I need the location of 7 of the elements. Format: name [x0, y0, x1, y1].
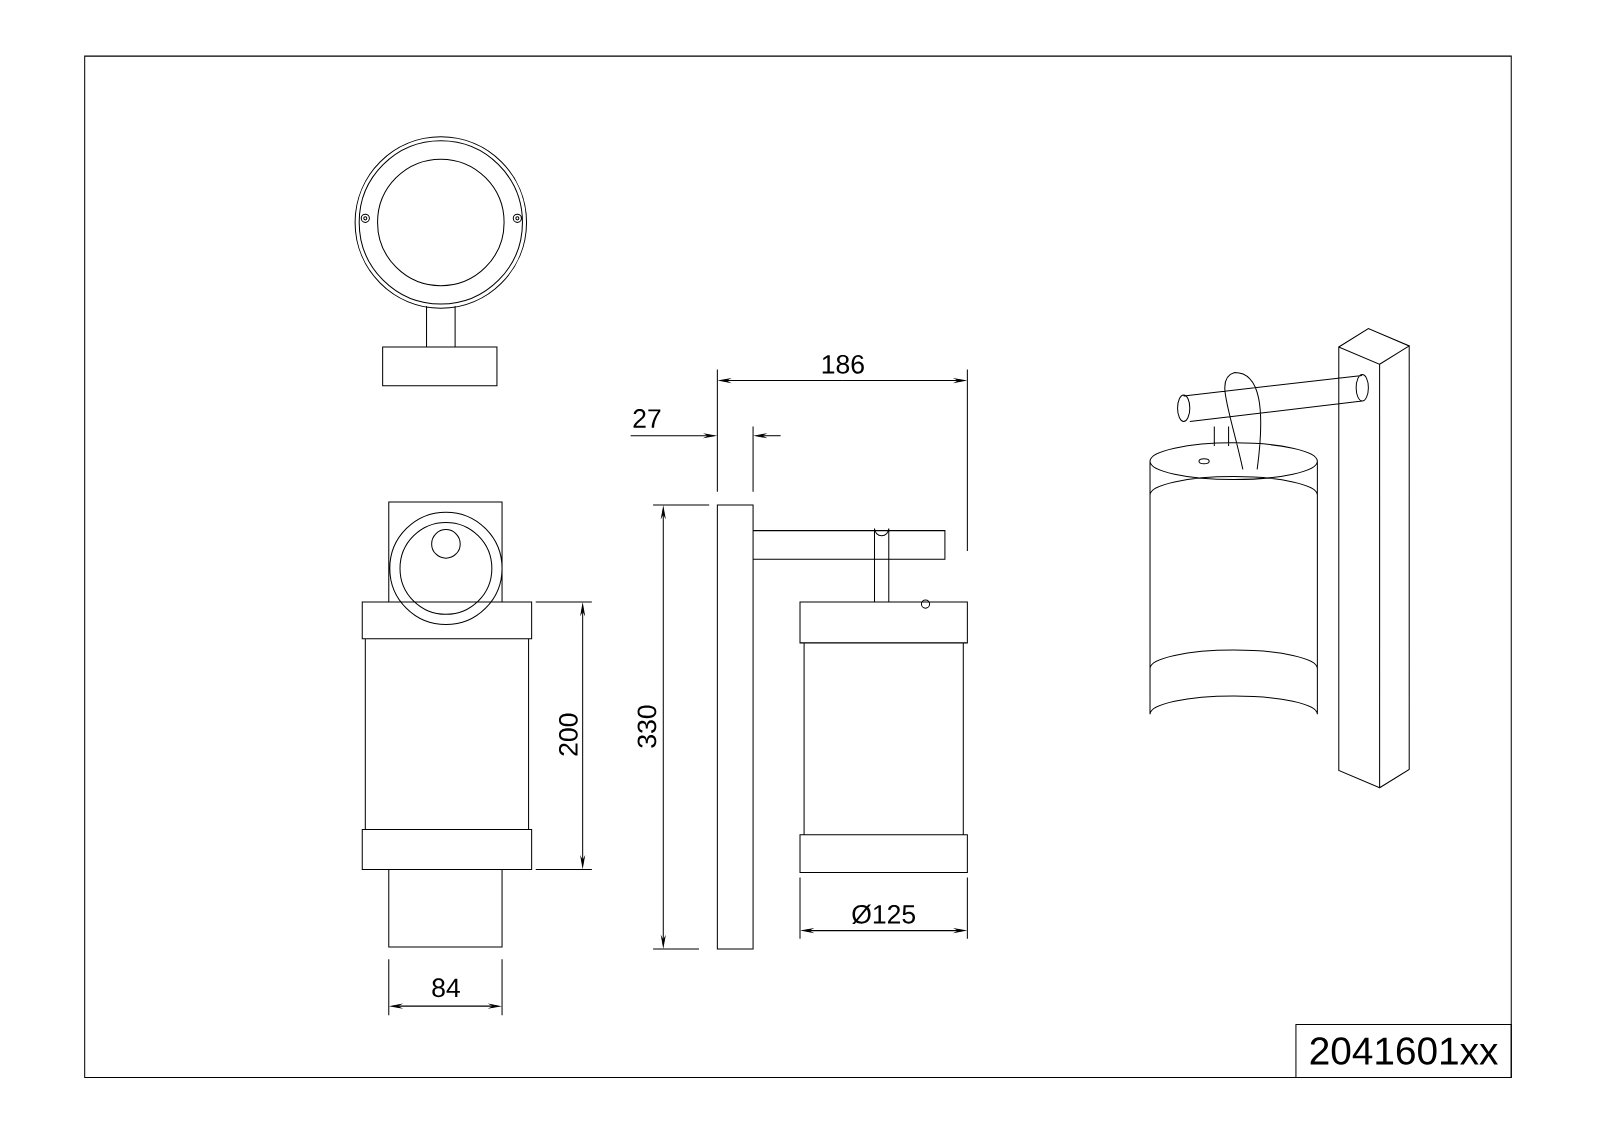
- dimension-label: Ø125: [852, 904, 915, 925]
- dimension-label: 200: [559, 713, 578, 756]
- title-block-box: 2041601xx: [1295, 1024, 1512, 1079]
- dimension-label: 186: [822, 355, 864, 374]
- dimension-label: 330: [637, 705, 657, 748]
- dimension-label: 27: [633, 409, 661, 428]
- dimension-label: 84: [432, 978, 460, 998]
